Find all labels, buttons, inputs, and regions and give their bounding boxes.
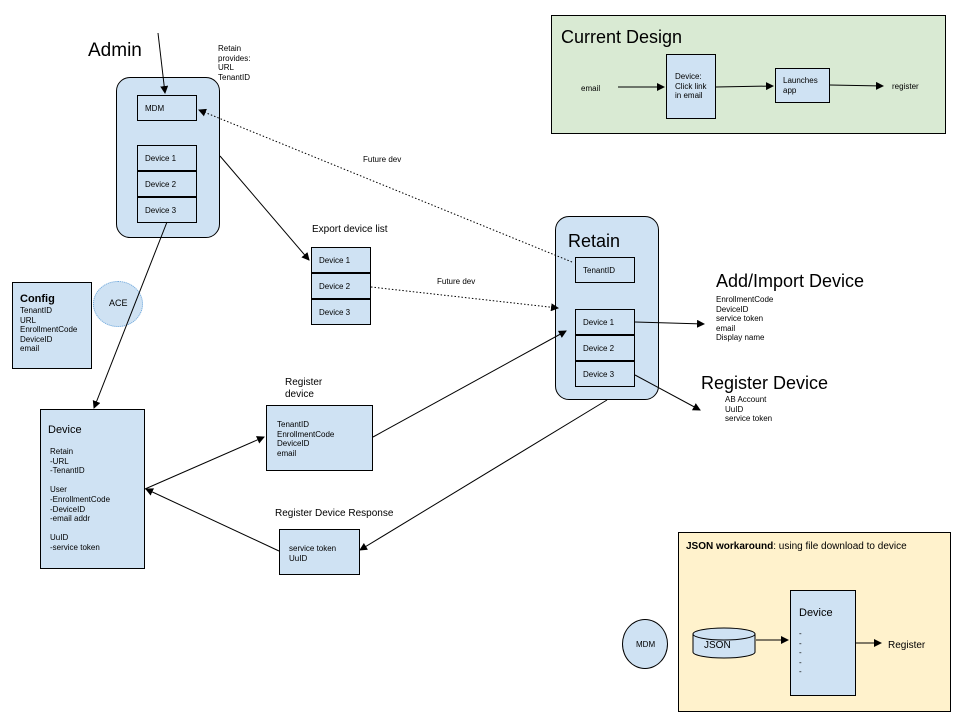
retain-tenant-box: TenantID	[575, 257, 635, 283]
config-box	[12, 282, 92, 369]
retain-provides-note: Retain provides: URL TenantID	[218, 44, 251, 82]
arrow-response-to-device	[145, 488, 280, 552]
dotted-export-to-retain	[370, 286, 559, 312]
register-device-panel-title: Register Device	[701, 373, 829, 393]
current-design-device-box	[666, 54, 716, 119]
arrow-retain-to-register-device	[634, 374, 701, 411]
register-response-title: Register Device Response	[275, 508, 394, 519]
config-title: Config	[20, 293, 55, 305]
retain-device-1: Device 1	[575, 309, 635, 335]
export-device-3: Device 3	[311, 299, 371, 325]
json-register-label: Register	[888, 640, 926, 651]
register-device-box	[266, 405, 373, 471]
current-design-launches-text: Launches app	[783, 76, 818, 95]
current-design-email: email	[581, 84, 601, 93]
arrow-admin-to-export	[219, 155, 310, 261]
current-design-panel	[551, 15, 946, 134]
arrow-register-to-retain	[372, 330, 567, 438]
current-design-title: Current Design	[561, 27, 683, 47]
register-device-body: TenantID EnrollmentCode DeviceID email	[277, 420, 335, 458]
json-device-title: Device	[799, 607, 833, 619]
retain-title: Retain	[568, 231, 621, 251]
arrow-device-to-launches	[715, 82, 774, 91]
current-design-register: register	[892, 82, 919, 91]
arrow-retain-to-response	[359, 399, 608, 551]
current-design-device-text: Device: Click link in email	[675, 72, 707, 101]
device-box	[40, 409, 145, 569]
register-response-body: service token UuID	[289, 544, 337, 563]
json-cylinder-label: JSON	[704, 640, 731, 651]
json-workaround-title: JSON workaround: using file download to …	[686, 541, 907, 553]
ace-label: ACE	[109, 298, 128, 308]
json-device-dashes: - - - - -	[799, 629, 802, 677]
device-title: Device	[48, 424, 82, 436]
arrow-admin-to-mdm	[157, 32, 169, 94]
admin-device-1: Device 1	[137, 145, 197, 171]
json-workaround-title-bold: JSON workaround	[686, 541, 774, 552]
config-fields: TenantID URL EnrollmentCode DeviceID ema…	[20, 306, 78, 354]
dotted-retain-to-mdm	[198, 108, 573, 263]
add-import-body: EnrollmentCode DeviceID service token em…	[716, 295, 774, 343]
export-device-1: Device 1	[311, 247, 371, 273]
export-title: Export device list	[312, 224, 388, 235]
admin-device-2: Device 2	[137, 171, 197, 197]
register-device-panel-body: AB Account UuID service token	[725, 395, 773, 424]
retain-device-3: Device 3	[575, 361, 635, 387]
json-device-box	[790, 590, 856, 696]
arrow-launches-to-register	[829, 81, 884, 90]
admin-device-3: Device 3	[137, 197, 197, 223]
current-design-launches-box	[775, 68, 830, 103]
future-dev-label-mid: Future dev	[437, 277, 476, 286]
register-response-box	[279, 529, 360, 575]
future-dev-label-top: Future dev	[363, 155, 402, 164]
json-mdm-circle	[622, 619, 668, 669]
admin-title: Admin	[88, 40, 142, 61]
arrow-retain-to-add-import	[634, 319, 705, 328]
json-mdm-label: MDM	[636, 640, 656, 649]
arrow-admin-to-device	[92, 221, 168, 409]
json-workaround-title-rest: : using file download to device	[773, 541, 907, 552]
export-device-2: Device 2	[311, 273, 371, 299]
register-device-title: Register device	[285, 377, 323, 400]
json-cylinder	[692, 627, 756, 659]
device-body: Retain -URL -TenantID User -EnrollmentCo…	[50, 447, 111, 552]
retain-device-2: Device 2	[575, 335, 635, 361]
admin-mdm-box: MDM	[137, 95, 197, 121]
add-import-title: Add/Import Device	[716, 271, 865, 291]
arrow-device-to-register	[144, 436, 265, 490]
